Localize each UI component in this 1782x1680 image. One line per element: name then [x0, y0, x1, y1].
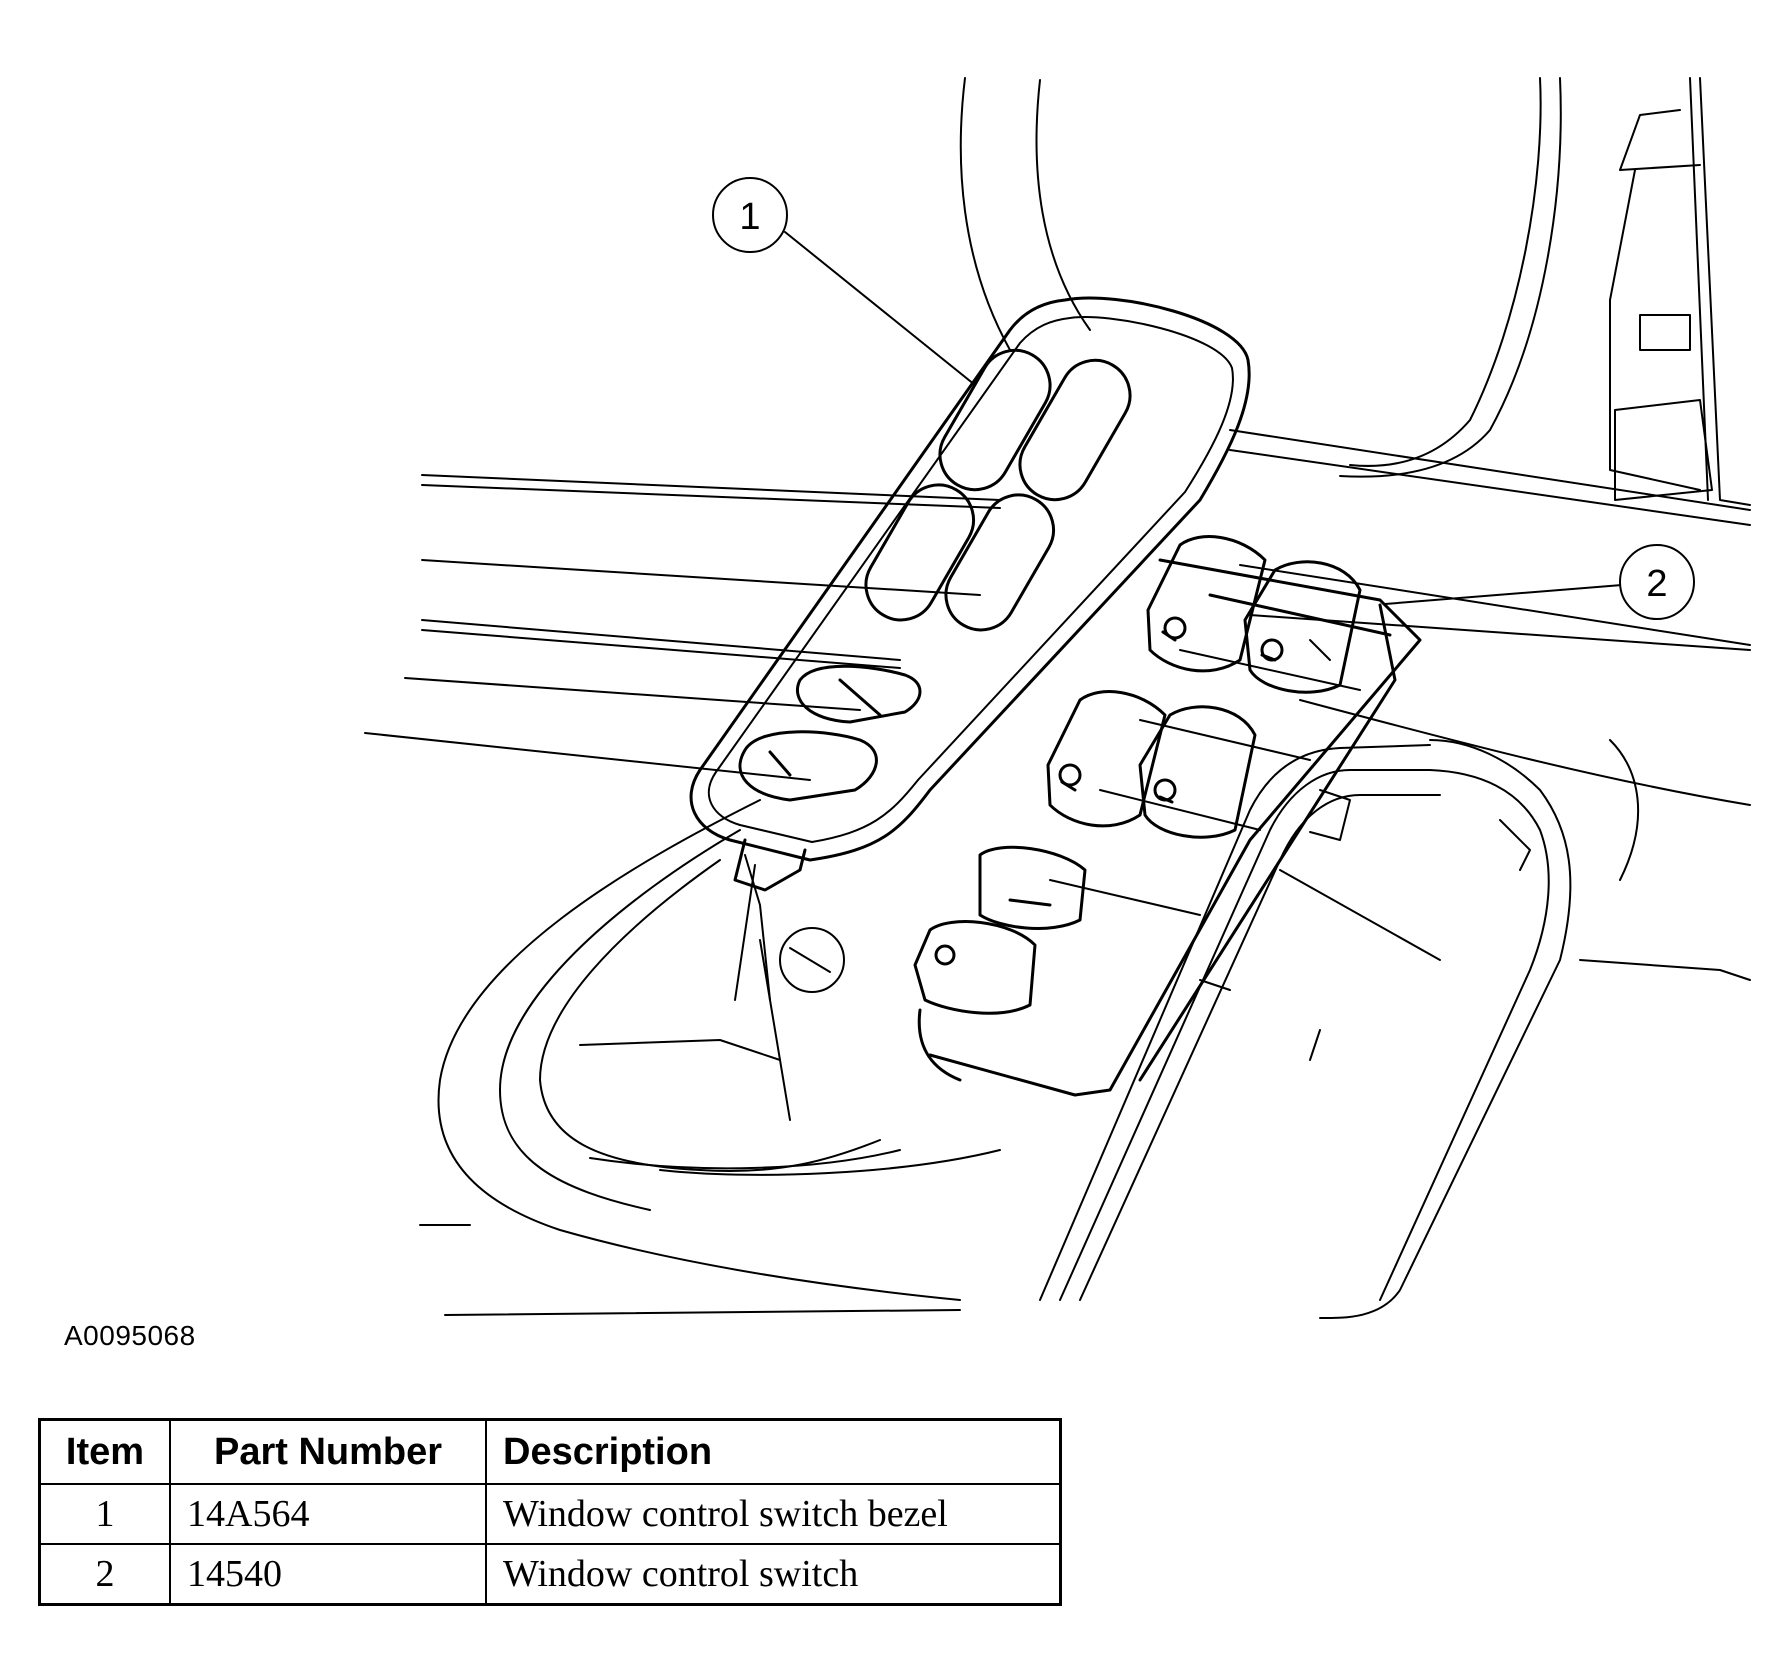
leader-lines [784, 231, 1623, 605]
door-frame-lines [959, 77, 1751, 526]
header-description: Description [485, 1418, 1062, 1485]
switch-bezel [689, 296, 1251, 892]
callout-1: 1 [712, 177, 788, 253]
rocker-switches [913, 535, 1362, 1082]
row-item: 2 [38, 1543, 171, 1606]
row-part-number: 14540 [169, 1543, 487, 1606]
callout-2-label: 2 [1646, 563, 1667, 605]
figure-id: A0095068 [64, 1320, 196, 1351]
bezel-clip-area [734, 854, 845, 1001]
pull-cup [1039, 739, 1751, 1320]
armrest-outline [419, 799, 1001, 1316]
table-row: 1 14A564 Window control switch bezel [38, 1483, 1062, 1545]
table-row: 2 14540 Window control switch [38, 1543, 1062, 1606]
door-panel-lines [364, 474, 1751, 806]
header-item: Item [38, 1418, 171, 1485]
callout-2: 2 [1619, 544, 1695, 620]
row-description: Window control switch [485, 1543, 1062, 1606]
window-control-switch [913, 535, 1422, 1097]
callout-1-label: 1 [739, 196, 760, 238]
header-part-number: Part Number [169, 1418, 487, 1485]
parts-table: Item Part Number Description 1 14A564 Wi… [38, 1418, 1062, 1606]
exploded-view-illustration: 1 2 [364, 77, 1751, 1320]
table-header-row: Item Part Number Description [38, 1418, 1062, 1485]
row-item: 1 [38, 1483, 171, 1545]
row-part-number: 14A564 [169, 1483, 487, 1545]
row-description: Window control switch bezel [485, 1483, 1062, 1545]
